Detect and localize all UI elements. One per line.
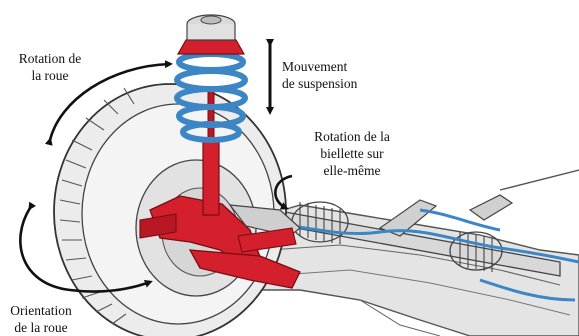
top-mount [178,15,244,54]
suspension-travel-line-1: Mouvement [282,58,378,75]
suspension-travel-label: Mouvement de suspension [282,58,378,92]
wheel-rotation-line-1: Rotation de [4,50,96,67]
tie-rod-rotation-line-3: elle-même [296,162,408,179]
wheel-orientation-label: Orientation de la roue [0,302,82,336]
tie-rod-rotation-line-1: Rotation de la [296,128,408,145]
wheel-orientation-line-2: de la roue [0,319,82,336]
wheel-orientation-line-1: Orientation [0,302,82,319]
suspension-travel-line-2: de suspension [282,75,378,92]
wheel-rotation-label: Rotation de la roue [4,50,96,84]
tie-rod-rotation-line-2: biellette sur [296,145,408,162]
tie-rod-rotation-label: Rotation de la biellette sur elle-même [296,128,408,179]
wheel-rotation-line-2: la roue [4,67,96,84]
